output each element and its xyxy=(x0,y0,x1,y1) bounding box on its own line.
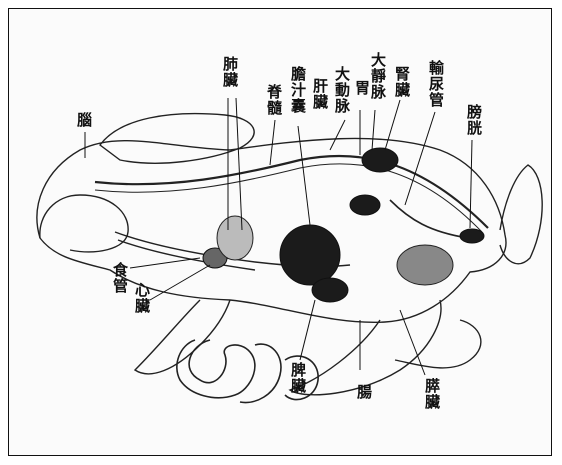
spleen-shape xyxy=(312,278,348,302)
label-kidney: 腎臟 xyxy=(394,66,410,98)
label-brain: 腦 xyxy=(76,112,92,128)
label-ureter: 輸尿管 xyxy=(428,60,444,108)
bladder-shape xyxy=(460,229,484,243)
label-aorta: 大動脉 xyxy=(334,66,350,114)
label-esophagus: 食管 xyxy=(112,262,128,294)
label-intestines: 腸 xyxy=(356,384,372,400)
kidney2-shape xyxy=(350,195,380,215)
label-bladder: 膀胱 xyxy=(466,104,482,136)
ureter-tube xyxy=(390,200,468,238)
label-lungs: 肺臟 xyxy=(222,56,238,88)
liver-shape xyxy=(280,225,340,285)
label-spinal-cord: 脊髓 xyxy=(266,84,282,116)
label-spleen: 脾臟 xyxy=(290,362,306,394)
lung-shape xyxy=(217,216,253,260)
label-liver: 肝臟 xyxy=(312,78,328,110)
kidney-shape xyxy=(362,148,398,172)
ear-outline xyxy=(100,114,254,164)
head-outline xyxy=(40,195,128,252)
stomach-shape xyxy=(397,245,453,285)
label-bile-sac: 膽汁囊 xyxy=(290,66,306,114)
label-vena-cava: 大靜脉 xyxy=(370,52,386,100)
label-heart: 心臟 xyxy=(134,282,150,314)
tail-outline xyxy=(500,165,542,264)
hind-foot xyxy=(395,320,481,368)
label-pancreas: 膵臟 xyxy=(424,378,440,410)
label-stomach: 胃 xyxy=(354,80,370,96)
